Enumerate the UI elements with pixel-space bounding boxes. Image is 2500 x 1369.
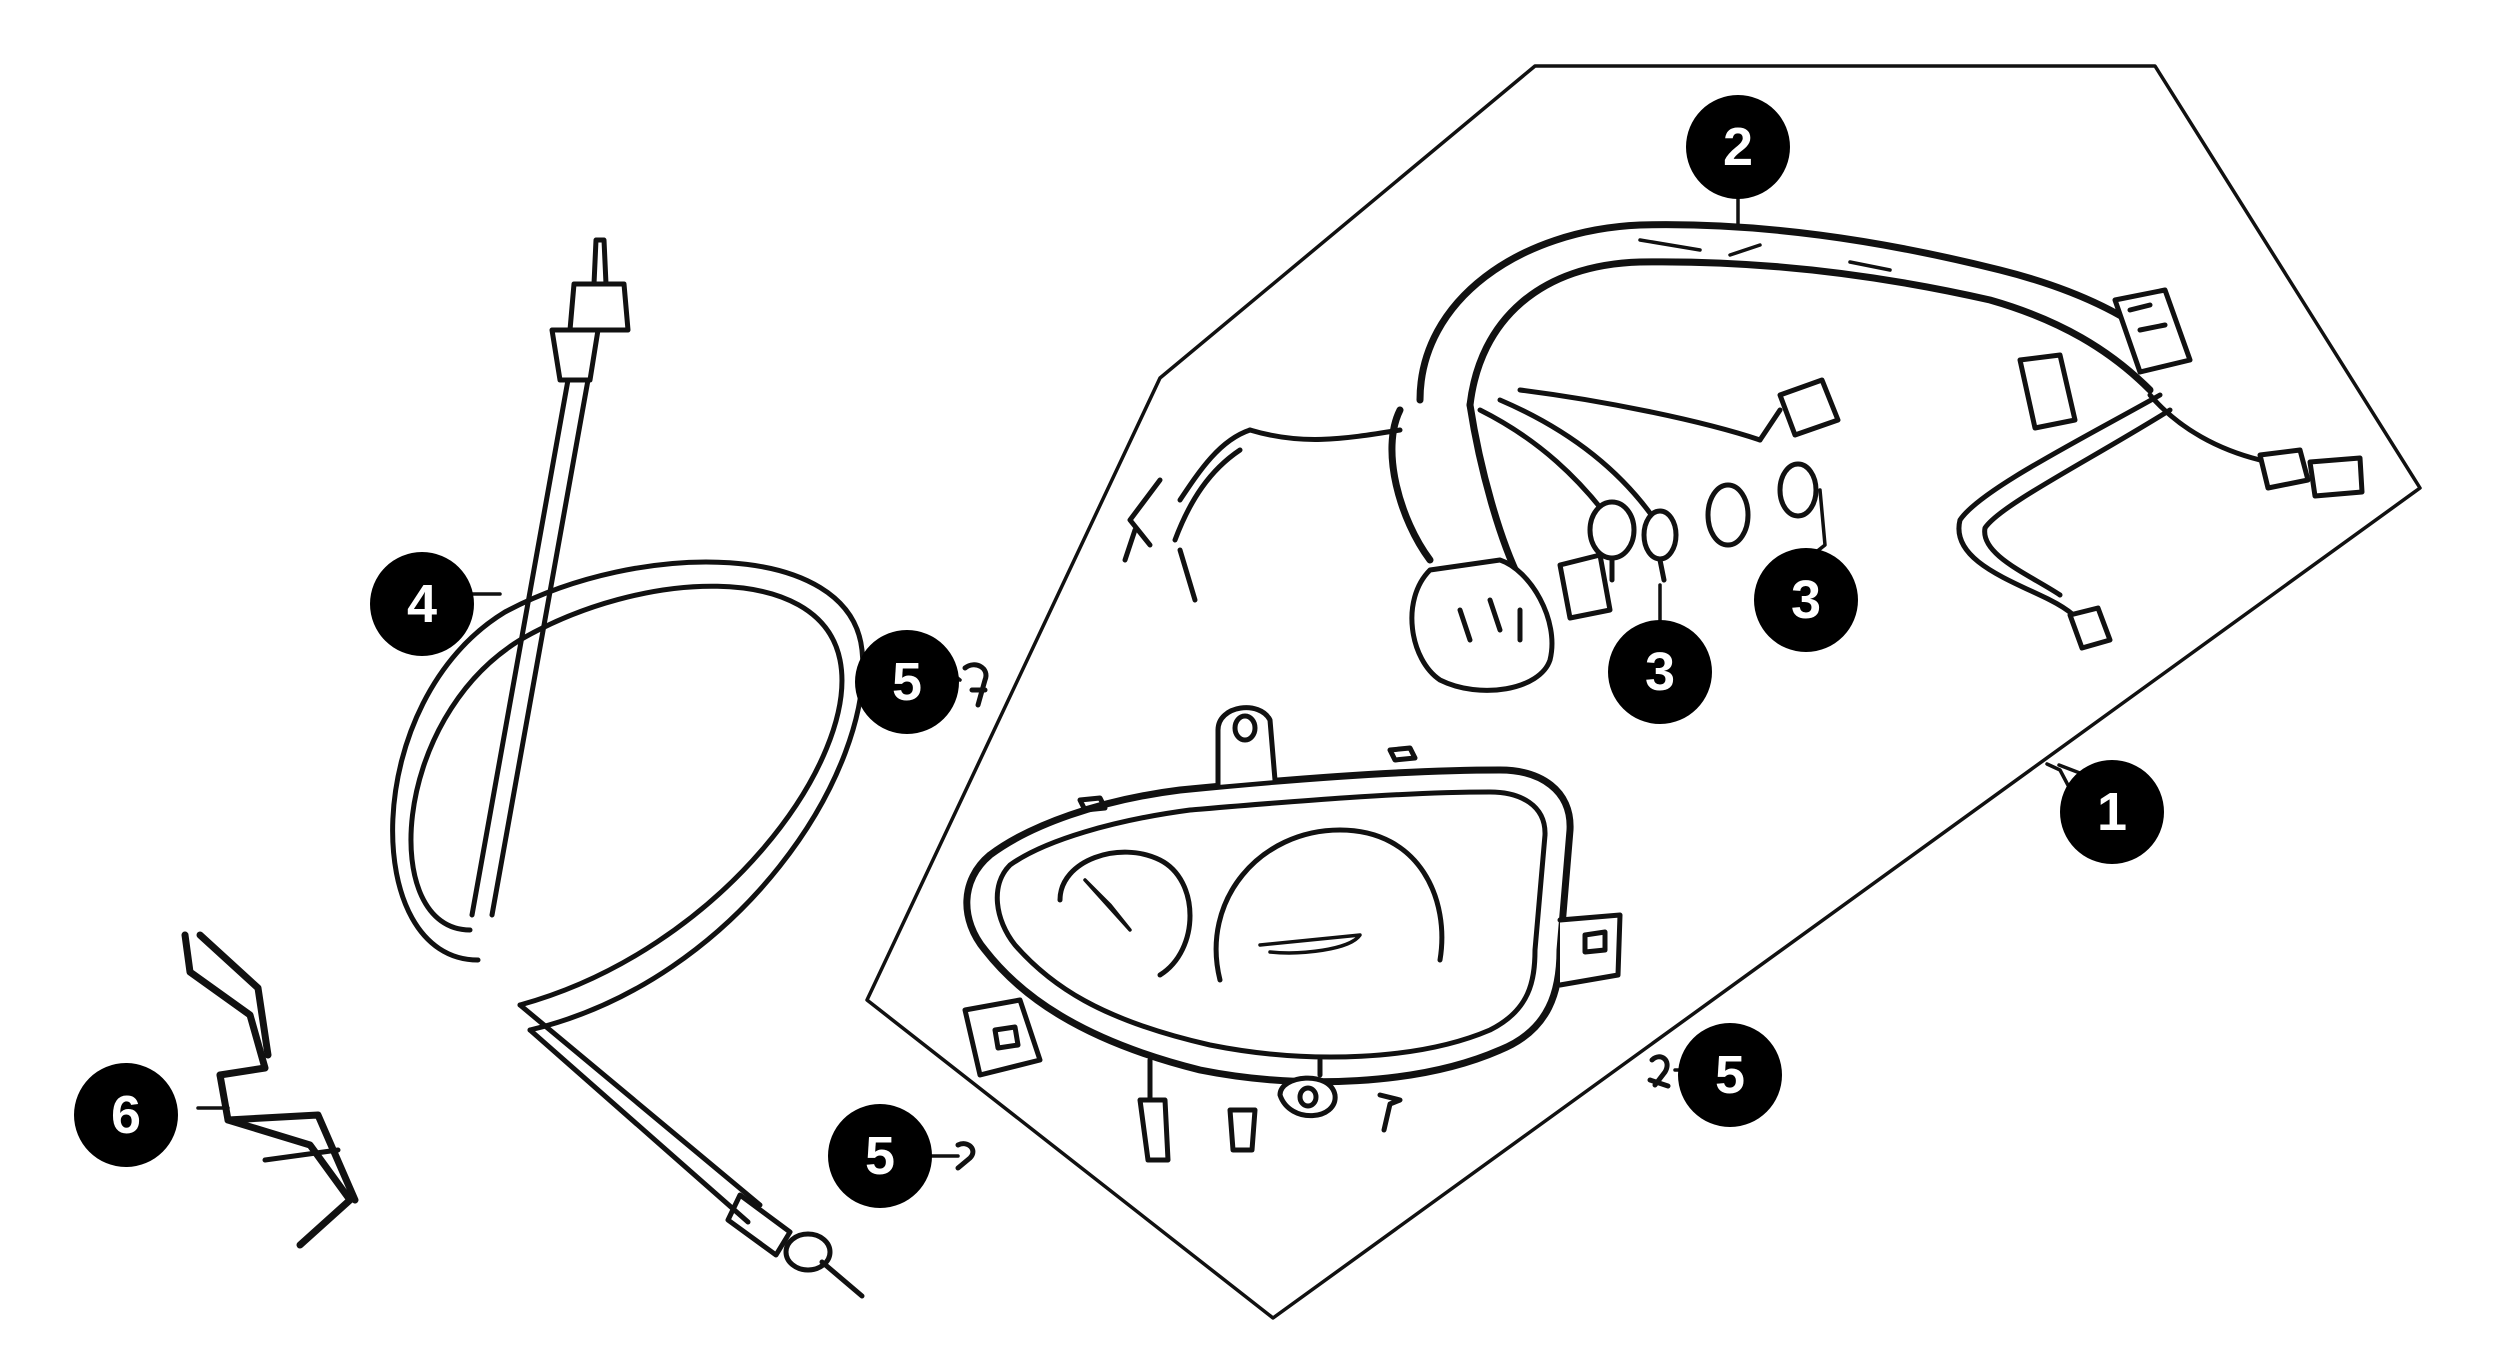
assembly-outline [865, 64, 2422, 1320]
speedometer-housing [962, 705, 1623, 1163]
svg-text:1: 1 [2097, 782, 2127, 842]
callout-2: 2 [1686, 95, 1790, 199]
svg-text:3: 3 [1645, 642, 1675, 702]
callout-6: 6 [74, 1063, 178, 1167]
callout-5-lower-left: 5 [828, 1104, 932, 1208]
svg-text:5: 5 [1715, 1045, 1745, 1105]
screw-right [1647, 1054, 1671, 1089]
callout-3-lower: 3 [1608, 620, 1712, 724]
svg-text:4: 4 [407, 574, 437, 634]
speedometer-cable [390, 237, 866, 1299]
screw-bottom [1377, 1092, 1403, 1133]
screw-group [955, 662, 1671, 1171]
callout-3-right: 3 [1754, 548, 1858, 652]
screw-lower-left [955, 1141, 976, 1171]
cable-guide-clip [181, 931, 359, 1249]
svg-text:5: 5 [865, 1126, 895, 1186]
svg-text:2: 2 [1723, 117, 1753, 177]
wiring-harness [1122, 221, 2365, 693]
svg-text:3: 3 [1791, 570, 1821, 630]
svg-text:5: 5 [892, 652, 922, 712]
callout-5-upper-left: 5 [855, 630, 959, 734]
callout-4: 4 [370, 552, 474, 656]
callout-1: 1 [2060, 760, 2164, 864]
screw-upper-left [962, 662, 989, 708]
svg-text:6: 6 [111, 1085, 141, 1145]
callout-5-right: 5 [1678, 1023, 1782, 1127]
